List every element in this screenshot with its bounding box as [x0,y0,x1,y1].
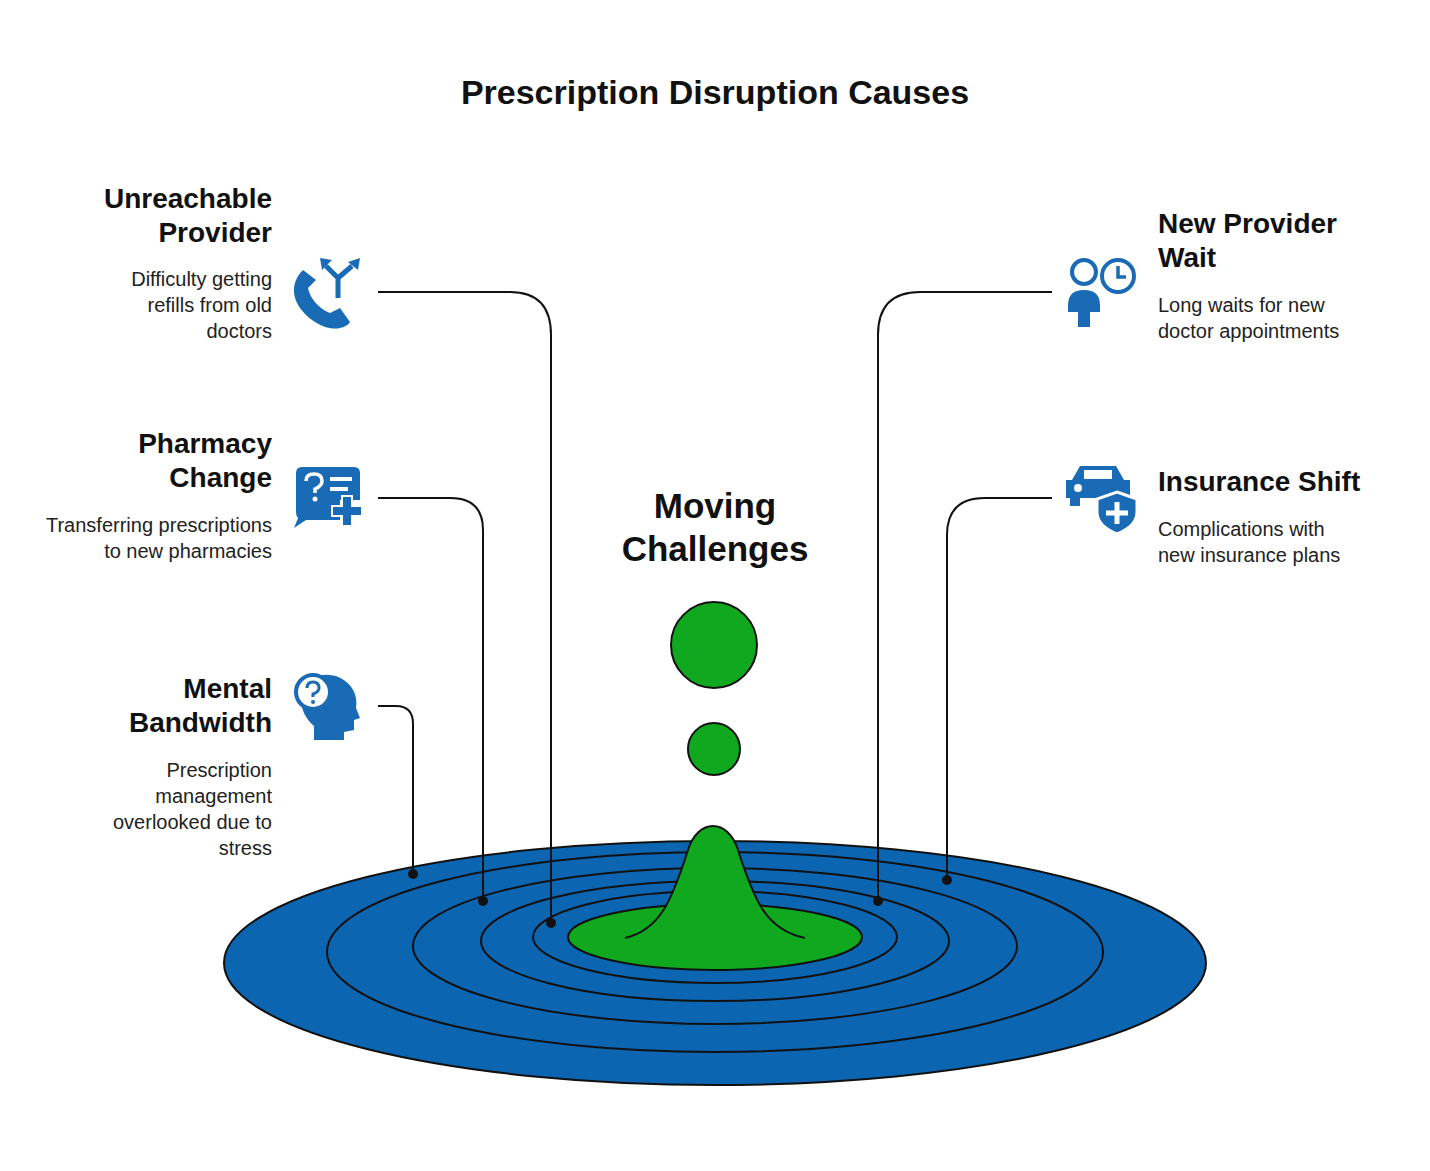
question-dot [311,700,315,704]
question-mark [307,682,319,697]
cause-description: Long waits for new doctor appointments [1158,292,1373,344]
mental-icon [296,675,360,740]
cause-heading: Pharmacy Change [72,427,272,495]
shield-plus [1106,502,1128,524]
pharmacy-icon [294,467,362,528]
doc-line [330,487,348,491]
car-wheel [1070,498,1080,506]
plus-sign [332,496,362,526]
arrow-head [320,258,332,270]
car-window [1084,470,1112,479]
cause-description: Prescription management overlooked due t… [72,757,272,861]
phone-handset [294,270,350,329]
cause-heading: Unreachable Provider [72,182,272,250]
leader-dot [942,875,952,885]
magnifier-lens [296,675,330,709]
question-dot [313,497,318,502]
shield [1097,492,1137,534]
magnifier-handle [325,704,338,717]
leader-line [947,498,1052,879]
leader-dot [408,869,418,879]
leader-dot [478,896,488,906]
phone-icon [294,258,360,329]
car-light [1074,484,1082,492]
leader-dot [873,896,883,906]
wait-icon [1068,260,1134,327]
leader-line [378,292,551,922]
diagram-title: Prescription Disruption Causes [315,72,1115,112]
falling-drop [671,602,757,688]
leader-dot [546,918,556,928]
central-heading: Moving Challenges [585,484,845,570]
splash-spike [625,826,805,938]
cause-description: Difficulty getting refills from old doct… [92,266,272,344]
person-head [1072,260,1096,284]
falling-drop [688,723,740,775]
cause-heading: Mental Bandwidth [72,672,272,740]
split-arrow [338,266,352,278]
cause-description: Transferring prescriptions to new pharma… [32,512,272,564]
clock-hands [1118,266,1126,277]
cause-description: Complications with new insurance plans [1158,516,1358,568]
insurance-icon [1066,466,1137,534]
cause-heading: Insurance Shift [1158,465,1428,499]
cause-heading: New Provider Wait [1158,207,1388,275]
arrow-head [348,258,360,270]
leader-dots [408,869,952,928]
split-arrow [326,266,338,298]
leader-lines [378,292,1052,922]
leader-line [378,498,483,900]
clock-face [1102,260,1134,292]
person-body [1068,290,1100,327]
leader-line [378,706,413,873]
question-mark [306,474,322,493]
leader-line [878,292,1052,900]
doc-line [330,477,352,481]
